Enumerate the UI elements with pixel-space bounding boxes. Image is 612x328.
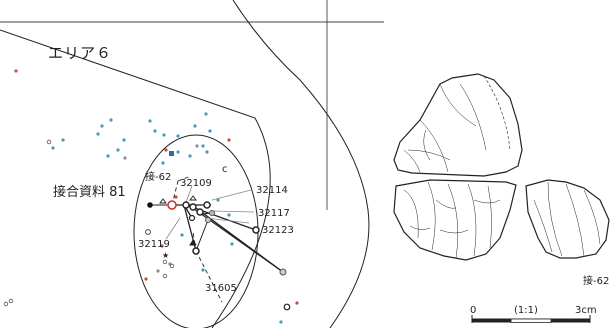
red-point bbox=[164, 148, 168, 152]
distribution-map: エリア６ bbox=[0, 0, 384, 328]
open-point bbox=[169, 263, 175, 269]
artifact-drawings bbox=[393, 73, 610, 261]
open-node bbox=[283, 303, 291, 311]
red-point bbox=[144, 277, 148, 281]
blue-point bbox=[204, 112, 208, 116]
artifact-caption: 接-62 bbox=[583, 274, 609, 287]
point-label-31605: 31605 bbox=[205, 283, 237, 294]
red-point bbox=[14, 69, 18, 73]
terrain-curve-upper bbox=[0, 29, 271, 328]
blue-point bbox=[205, 150, 209, 154]
refit-dashed-line bbox=[177, 175, 192, 182]
refit-dashed-line bbox=[195, 250, 223, 303]
blue-point bbox=[61, 138, 65, 142]
open-point bbox=[162, 273, 168, 279]
refit-line bbox=[195, 219, 209, 252]
area-title: エリア６ bbox=[48, 44, 112, 62]
open-point bbox=[8, 298, 14, 304]
red-point bbox=[227, 138, 231, 142]
scale-ratio-label: (1:1) bbox=[514, 305, 538, 316]
blue-point bbox=[279, 320, 283, 324]
blue-point bbox=[208, 129, 212, 133]
triangle-marker bbox=[189, 239, 197, 246]
scale-start-label: 0 bbox=[470, 305, 476, 316]
blue-square-point bbox=[169, 151, 174, 156]
blue-point bbox=[201, 268, 205, 272]
point-label-32114: 32114 bbox=[256, 185, 288, 196]
scatter-points bbox=[3, 69, 299, 324]
filled-node bbox=[147, 202, 153, 208]
blue-point bbox=[176, 134, 180, 138]
star-marker: ★ bbox=[162, 251, 169, 260]
joint-label: 接-62 bbox=[145, 170, 171, 183]
refit-node bbox=[252, 226, 260, 234]
artifact-side-view bbox=[525, 179, 610, 259]
refit-markers: ★ bbox=[145, 195, 291, 311]
refit-node bbox=[196, 208, 204, 216]
blue-point bbox=[122, 138, 126, 142]
point-label-32123: 32123 bbox=[262, 225, 294, 236]
gray-node bbox=[205, 217, 211, 223]
blue-point bbox=[106, 154, 110, 158]
red-point bbox=[174, 195, 178, 199]
blue-point bbox=[216, 198, 220, 202]
refit-node bbox=[189, 203, 197, 211]
blue-point bbox=[227, 213, 231, 217]
gray-node bbox=[279, 268, 287, 276]
gray-point bbox=[123, 156, 127, 160]
gray-point bbox=[195, 144, 199, 148]
blue-point bbox=[180, 233, 184, 237]
scale-end-label: 3cm bbox=[575, 305, 597, 316]
refit-cluster-ellipse bbox=[133, 134, 259, 328]
artifact-front-view bbox=[393, 179, 517, 261]
terrain-curve-outer bbox=[232, 0, 370, 328]
scale-bar: 0 (1:1) 3cm bbox=[470, 305, 597, 323]
blue-point bbox=[201, 144, 205, 148]
open-point bbox=[162, 259, 168, 265]
point-label-32119: 32119 bbox=[138, 239, 170, 250]
quadrant-letter: c bbox=[222, 164, 228, 175]
red-ring-point bbox=[167, 200, 177, 210]
refit-group-label: 接合資料 81 bbox=[53, 184, 126, 200]
triangle-marker bbox=[159, 198, 167, 204]
artifact-top-view bbox=[393, 73, 523, 177]
refit-node bbox=[192, 247, 200, 255]
open-point bbox=[46, 139, 52, 145]
gray-point bbox=[156, 269, 160, 273]
red-point bbox=[160, 244, 164, 248]
blue-point bbox=[176, 150, 180, 154]
blue-point bbox=[148, 119, 152, 123]
blue-point bbox=[162, 133, 166, 137]
blue-point bbox=[96, 132, 100, 136]
open-node bbox=[145, 229, 151, 235]
point-label-32109: 32109 bbox=[180, 178, 212, 189]
blue-point bbox=[188, 154, 192, 158]
open-point bbox=[3, 301, 9, 307]
blue-point bbox=[161, 161, 165, 165]
triangle-marker bbox=[189, 195, 197, 201]
blue-point bbox=[230, 242, 234, 246]
blue-point bbox=[153, 129, 157, 133]
blue-point bbox=[100, 124, 104, 128]
refit-node bbox=[182, 201, 190, 209]
refit-node bbox=[203, 201, 211, 209]
point-label-32117: 32117 bbox=[258, 208, 290, 219]
red-point bbox=[295, 301, 299, 305]
gray-node bbox=[209, 210, 215, 216]
blue-point bbox=[109, 118, 113, 122]
blue-point bbox=[116, 148, 120, 152]
blue-point bbox=[51, 146, 55, 150]
refit-node bbox=[188, 214, 196, 222]
blue-point bbox=[193, 124, 197, 128]
